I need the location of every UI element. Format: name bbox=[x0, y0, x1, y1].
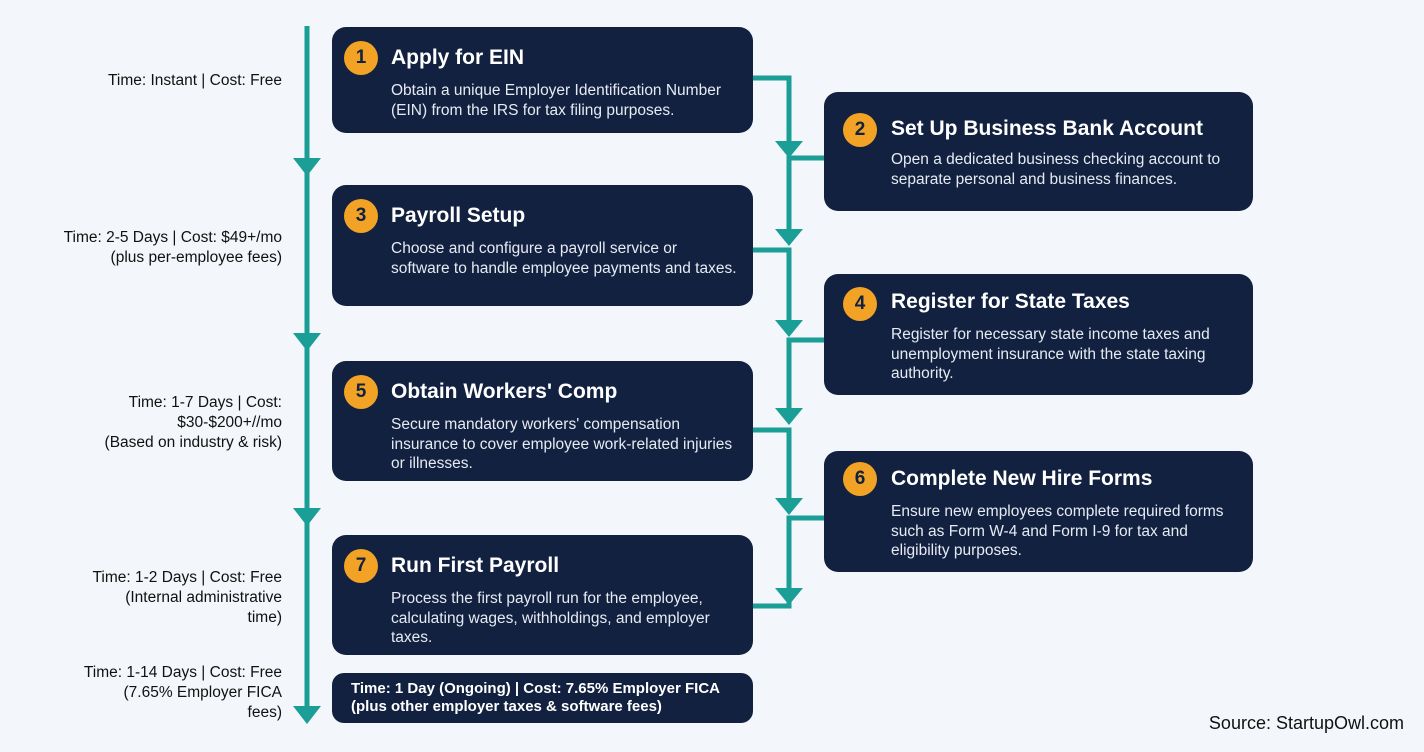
step-number-badge: 1 bbox=[344, 41, 378, 75]
step-card-4: 4 Register for State Taxes Register for … bbox=[824, 274, 1253, 395]
step-title: Obtain Workers' Comp bbox=[391, 380, 618, 403]
summary-line-1: Time: 1 Day (Ongoing) | Cost: 7.65% Empl… bbox=[351, 680, 720, 697]
step-number-badge: 2 bbox=[843, 113, 877, 147]
step-number-badge: 4 bbox=[843, 287, 877, 321]
time-label-step-7: Time: 1-2 Days | Cost: Free (Internal ad… bbox=[92, 569, 283, 626]
step-number-badge: 6 bbox=[843, 462, 877, 496]
step-description: Ensure new employees complete required f… bbox=[891, 503, 1224, 559]
step-card-7: 7 Run First Payroll Process the first pa… bbox=[332, 535, 753, 655]
step-card-5: 5 Obtain Workers' Comp Secure mandatory … bbox=[332, 361, 753, 481]
step-number-badge: 7 bbox=[344, 549, 378, 583]
summary-card: Time: 1 Day (Ongoing) | Cost: 7.65% Empl… bbox=[332, 673, 753, 723]
step-card-1: 1 Apply for EIN Obtain a unique Employer… bbox=[332, 27, 753, 133]
step-description: Secure mandatory workers' compensation i… bbox=[391, 416, 733, 472]
step-number-badge: 5 bbox=[344, 375, 378, 409]
step-description: Choose and configure a payroll service o… bbox=[391, 240, 737, 277]
step-card-6: 6 Complete New Hire Forms Ensure new emp… bbox=[824, 451, 1253, 572]
time-label-step-7-extended: Time: 1-14 Days | Cost: Free (7.65% Empl… bbox=[83, 664, 282, 721]
step-title: Apply for EIN bbox=[391, 46, 525, 69]
step-description: Process the first payroll run for the em… bbox=[391, 590, 710, 646]
step-title: Payroll Setup bbox=[391, 204, 526, 227]
step-description: Obtain a unique Employer Identification … bbox=[391, 82, 721, 119]
time-label-step-3: Time: 2-5 Days | Cost: $49+/mo (plus per… bbox=[63, 229, 282, 266]
time-label-step-1: Time: Instant | Cost: Free bbox=[107, 72, 282, 89]
step-card-3: 3 Payroll Setup Choose and configure a p… bbox=[332, 185, 753, 306]
step-title: Complete New Hire Forms bbox=[891, 467, 1153, 490]
step-title: Run First Payroll bbox=[391, 554, 560, 577]
time-label-step-5: Time: 1-7 Days | Cost: $30-$200+//mo (Ba… bbox=[104, 394, 282, 451]
step-title: Set Up Business Bank Account bbox=[891, 117, 1203, 140]
step-description: Open a dedicated business checking accou… bbox=[891, 151, 1221, 188]
source-credit: Source: StartupOwl.com bbox=[1208, 713, 1404, 733]
step-number-badge: 3 bbox=[344, 199, 378, 233]
step-card-2: 2 Set Up Business Bank Account Open a de… bbox=[824, 92, 1253, 211]
summary-line-2: (plus other employer taxes & software fe… bbox=[351, 698, 662, 715]
step-title: Register for State Taxes bbox=[891, 290, 1130, 313]
step-description: Register for necessary state income taxe… bbox=[891, 326, 1210, 382]
